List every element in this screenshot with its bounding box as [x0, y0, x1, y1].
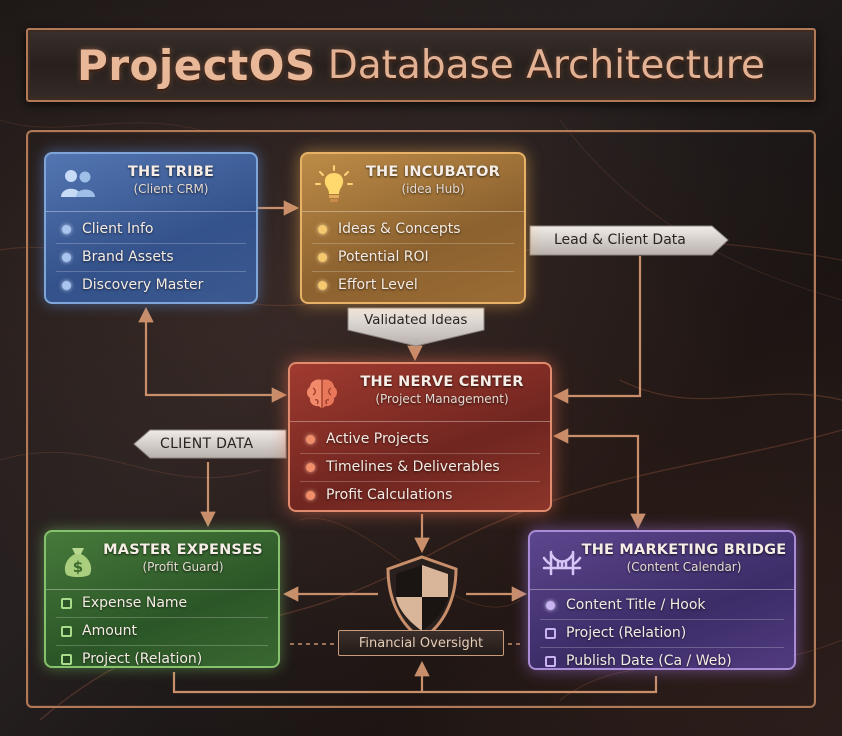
field-item[interactable]: Profit Calculations [300, 482, 540, 509]
field-item[interactable]: Brand Assets [56, 244, 246, 272]
bullet-icon [62, 281, 71, 290]
card-bridge-header: THE MARKETING BRIDGE (Content Calendar) [530, 532, 794, 590]
card-incubator-fields: Ideas & Concepts Potential ROI Effort Le… [302, 212, 524, 299]
field-item[interactable]: Project (Relation) [540, 620, 784, 648]
field-icon [61, 626, 72, 637]
brain-icon [307, 379, 337, 408]
card-incubator-title: THE INCUBATOR [365, 164, 501, 180]
field-item[interactable]: Timelines & Deliverables [300, 454, 540, 482]
card-expenses-subtitle: (Profit Guard) [142, 560, 224, 574]
bullet-icon [306, 491, 315, 500]
field-label: Amount [82, 623, 138, 639]
card-nerve-fields: Active Projects Timelines & Deliverables… [290, 422, 550, 509]
lead-client-data-text: Lead & Client Data [554, 232, 686, 248]
card-nerve-center[interactable]: THE NERVE CENTER (Project Management) Ac… [288, 362, 552, 512]
field-item[interactable]: Publish Date (Ca / Web) [540, 648, 784, 669]
card-tribe-title: THE TRIBE [127, 164, 215, 180]
card-expenses-header: $ MASTER EXPENSES (Profit Guard) [46, 532, 278, 590]
card-tribe-subtitle: (Client CRM) [133, 182, 209, 196]
lightbulb-icon [315, 165, 353, 202]
diagram-frame [26, 130, 816, 708]
bullet-icon [62, 253, 71, 262]
card-tribe-fields: Client Info Brand Assets Discovery Maste… [46, 212, 256, 299]
field-item[interactable]: Ideas & Concepts [312, 216, 514, 244]
field-item[interactable]: Active Projects [300, 426, 540, 454]
field-label: Active Projects [326, 431, 429, 447]
field-label: Discovery Master [82, 277, 204, 293]
field-item[interactable]: Expense Name [56, 590, 268, 618]
title-rest: Database Architecture [327, 42, 765, 88]
card-incubator-subtitle: (idea Hub) [401, 182, 465, 196]
card-nerve-header: THE NERVE CENTER (Project Management) [290, 364, 550, 422]
bullet-icon [318, 225, 327, 234]
field-label: Brand Assets [82, 249, 174, 265]
card-expenses-fields: Expense Name Amount Project (Relation) [46, 590, 278, 667]
field-icon [61, 598, 72, 609]
field-item[interactable]: Content Title / Hook [540, 592, 784, 620]
field-label: Potential ROI [338, 249, 429, 265]
field-label: Project (Relation) [82, 651, 203, 667]
bridge-icon [542, 550, 582, 576]
relation-icon [545, 628, 556, 639]
field-icon [61, 654, 72, 665]
card-bridge-fields: Content Title / Hook Project (Relation) … [530, 590, 794, 669]
field-label: Expense Name [82, 595, 188, 611]
bullet-icon [318, 253, 327, 262]
bullet-icon [62, 225, 71, 234]
field-label: Client Info [82, 221, 154, 237]
field-label: Effort Level [338, 277, 418, 293]
card-incubator-header: THE INCUBATOR (idea Hub) [302, 154, 524, 212]
field-label: Publish Date (Ca / Web) [566, 653, 732, 669]
field-label: Ideas & Concepts [338, 221, 461, 237]
card-expenses-title: MASTER EXPENSES [103, 542, 263, 558]
financial-oversight-label: Financial Oversight [338, 630, 504, 656]
bullet-icon [546, 601, 555, 610]
field-item[interactable]: Client Info [56, 216, 246, 244]
client-data-text: CLIENT DATA [160, 436, 254, 452]
bullet-icon [318, 281, 327, 290]
bullet-icon [306, 463, 315, 472]
field-label: Timelines & Deliverables [326, 459, 500, 475]
publish-icon [545, 656, 556, 667]
field-label: Profit Calculations [326, 487, 453, 503]
money-bag-icon: $ [64, 548, 92, 577]
field-label: Content Title / Hook [566, 597, 706, 613]
validated-ideas-text: Validated Ideas [364, 312, 468, 328]
card-nerve-title: THE NERVE CENTER [360, 374, 524, 390]
card-incubator[interactable]: THE INCUBATOR (idea Hub) Ideas & Concept… [300, 152, 526, 304]
card-nerve-subtitle: (Project Management) [375, 392, 509, 406]
field-label: Project (Relation) [566, 625, 687, 641]
users-icon [61, 170, 95, 197]
bullet-icon [306, 435, 315, 444]
field-item[interactable]: Effort Level [312, 272, 514, 299]
field-item[interactable]: Discovery Master [56, 272, 246, 299]
field-item[interactable]: Project (Relation) [56, 646, 268, 667]
card-tribe[interactable]: THE TRIBE (Client CRM) Client Info Brand… [44, 152, 258, 304]
card-bridge-title: THE MARKETING BRIDGE [581, 542, 787, 558]
card-master-expenses[interactable]: $ MASTER EXPENSES (Profit Guard) Expense… [44, 530, 280, 668]
card-marketing-bridge[interactable]: THE MARKETING BRIDGE (Content Calendar) … [528, 530, 796, 670]
card-bridge-subtitle: (Content Calendar) [626, 560, 742, 574]
title-plate: ProjectOS Database Architecture [26, 28, 816, 102]
svg-text:$: $ [73, 558, 83, 576]
card-tribe-header: THE TRIBE (Client CRM) [46, 154, 256, 212]
title-bold: ProjectOS [77, 40, 316, 90]
field-item[interactable]: Amount [56, 618, 268, 646]
field-item[interactable]: Potential ROI [312, 244, 514, 272]
